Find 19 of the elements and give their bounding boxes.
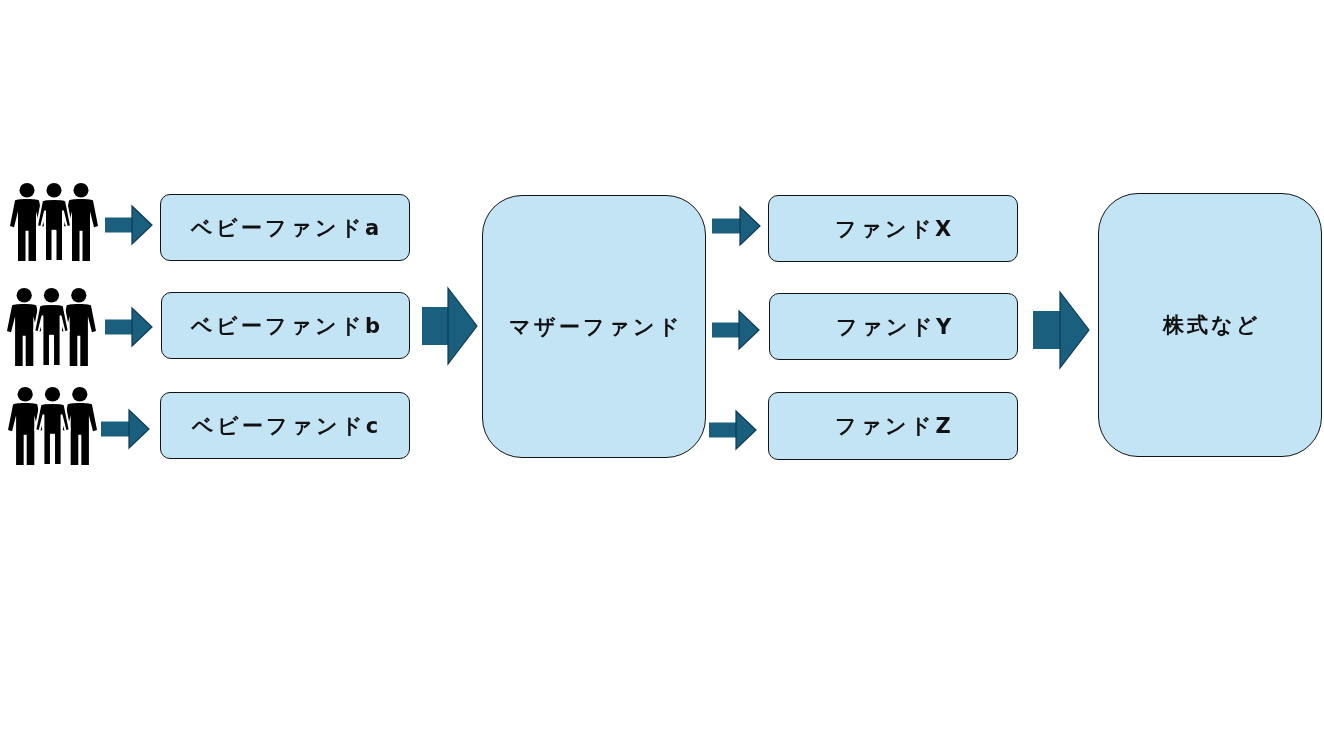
fund-box: ファンドZ <box>768 392 1018 460</box>
people-icon <box>7 287 96 367</box>
arrow <box>422 287 478 365</box>
fund-box: ベビーファンドb <box>161 292 410 359</box>
fund-box: ベビーファンドa <box>160 194 410 261</box>
asset-box: 株式など <box>1098 193 1322 457</box>
arrow <box>105 307 153 347</box>
arrow <box>1033 291 1090 369</box>
people-icon <box>8 386 97 466</box>
fund-box: ファンドX <box>768 195 1018 262</box>
arrow <box>105 205 153 245</box>
fund-box: ファンドY <box>769 293 1018 360</box>
arrow <box>712 206 761 246</box>
people-icon <box>10 182 98 262</box>
arrow <box>709 410 757 450</box>
fund-box: マザーファンド <box>482 195 706 458</box>
arrow <box>101 409 150 449</box>
fund-box: ベビーファンドc <box>160 392 410 459</box>
arrow <box>712 310 760 350</box>
